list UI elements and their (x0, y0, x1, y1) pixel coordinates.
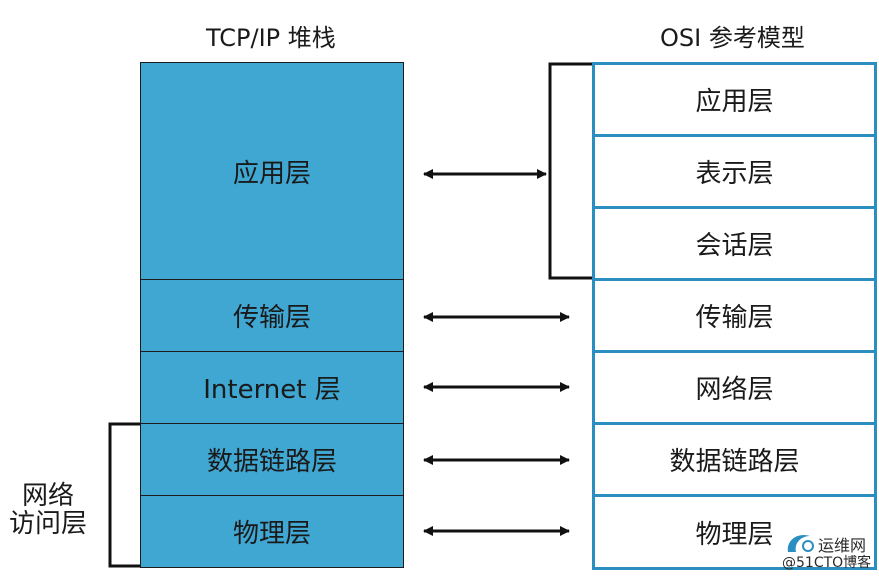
network-access-line1: 网络 (21, 481, 74, 511)
osi-upper-bracket (548, 62, 592, 280)
network-access-label: 网络 访问层 (0, 482, 96, 538)
tcp-layer-internet: Internet 层 (141, 352, 403, 424)
osi-model-title: OSI 参考模型 (660, 24, 805, 52)
tcp-layer-datalink: 数据链路层 (141, 424, 403, 496)
osi-layer-application: 应用层 (595, 65, 874, 137)
tcp-layer-transport: 传输层 (141, 280, 403, 352)
tcp-layer-physical: 物理层 (232, 519, 311, 549)
tcp-stack-title: TCP/IP 堆栈 (206, 24, 336, 52)
tcp-layer-application: 应用层 (141, 63, 403, 280)
osi-layer-session: 会话层 (595, 209, 874, 281)
watermark-logo-icon (787, 534, 814, 552)
osi-layer-transport: 传输层 (595, 281, 874, 353)
osi-layer-datalink: 数据链路层 (595, 425, 874, 497)
osi-model-stack: 应用层 表示层 会话层 传输层 网络层 数据链路层 物理层 (592, 62, 877, 570)
watermark-top-text: 运维网 (818, 536, 867, 555)
network-access-bracket (108, 422, 140, 568)
network-access-line2: 访问层 (8, 509, 87, 539)
osi-layer-physical: 物理层 (695, 519, 774, 550)
osi-layer-network: 网络层 (595, 353, 874, 425)
watermark: 运维网 @51CTO博客 (770, 530, 879, 578)
tcp-ip-stack: 应用层 传输层 Internet 层 数据链路层 物理层 (140, 62, 404, 568)
osi-layer-presentation: 表示层 (595, 137, 874, 209)
watermark-bottom-text: @51CTO博客 (782, 555, 872, 571)
